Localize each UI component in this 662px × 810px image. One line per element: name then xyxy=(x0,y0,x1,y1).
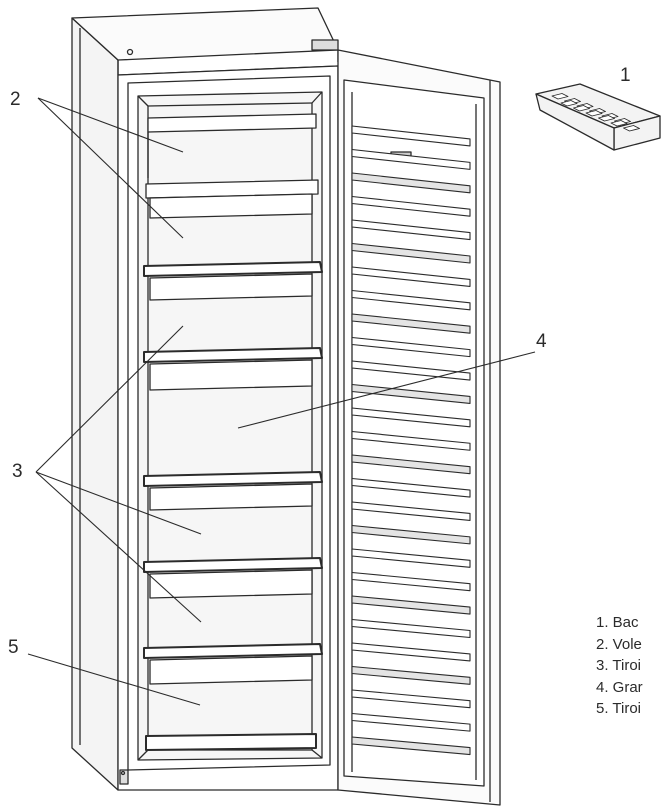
door-rail xyxy=(351,430,471,451)
ice-cell xyxy=(585,110,603,117)
leader-4-to-compartment xyxy=(237,351,536,429)
door-rail xyxy=(351,618,471,639)
door-rails xyxy=(351,125,471,756)
legend-item: 3. Tiroi xyxy=(596,657,642,674)
door-rail xyxy=(351,454,471,475)
leader-lines xyxy=(27,97,536,706)
ice-tray xyxy=(535,83,661,151)
door-rail xyxy=(351,524,471,545)
ice-cell xyxy=(560,100,578,107)
door xyxy=(311,39,501,806)
ice-cell xyxy=(623,125,640,132)
door-rail xyxy=(351,642,471,662)
door-rail xyxy=(351,712,471,732)
callout-5: 5 xyxy=(8,637,19,658)
door-rail xyxy=(351,501,471,522)
large-compartment-bottom xyxy=(143,471,323,511)
door-rail xyxy=(351,360,471,381)
legend: 1. Bac 2. Vole 3. Tiroi 4. Grar 5. Tiroi xyxy=(596,612,662,720)
door-rail xyxy=(351,689,471,709)
door-rail xyxy=(351,595,471,615)
flap-middle xyxy=(145,179,319,219)
ice-cell xyxy=(573,105,590,112)
ice-cell xyxy=(610,120,628,127)
door-rail xyxy=(351,336,471,358)
door-rail xyxy=(351,125,471,147)
ice-cell xyxy=(551,93,569,100)
door-rail xyxy=(351,195,471,217)
door-rail xyxy=(351,313,471,334)
leader-3-to-drawer-b xyxy=(35,471,202,535)
leader-2-to-flap-top xyxy=(37,97,184,153)
door-rail xyxy=(351,736,471,756)
door-rail xyxy=(351,383,471,404)
door-rail xyxy=(351,407,471,428)
leader-2-to-flap-middle xyxy=(37,97,184,239)
legend-item: 2. Vole xyxy=(596,635,642,653)
door-rail xyxy=(351,148,471,170)
door-rail xyxy=(351,242,471,264)
callout-4: 4 xyxy=(536,331,547,352)
door-rail xyxy=(351,477,471,498)
leader-3-to-drawer-a xyxy=(35,325,184,473)
door-rail xyxy=(351,172,471,194)
legend-item: 5. Tiroi xyxy=(596,700,642,717)
leader-3-to-drawer-c xyxy=(35,471,202,623)
door-rail xyxy=(351,219,471,241)
callout-2: 2 xyxy=(10,89,21,110)
door-rail xyxy=(351,266,471,287)
legend-item: 4. Grar xyxy=(596,678,643,696)
callout-1: 1 xyxy=(620,65,631,86)
callout-3: 3 xyxy=(12,461,23,482)
drawer-bottom xyxy=(143,643,323,751)
legend-item: 1. Bac xyxy=(596,614,639,631)
leader-5-to-drawer xyxy=(27,653,201,706)
ice-tray-cells xyxy=(551,93,640,132)
shelf-1 xyxy=(143,261,323,301)
drawer-lower xyxy=(143,557,323,599)
ice-cell xyxy=(598,115,615,122)
door-rail xyxy=(351,665,471,685)
door-rail xyxy=(351,548,471,568)
flap-top xyxy=(147,113,317,178)
door-rail xyxy=(351,571,471,592)
drawer-upper xyxy=(143,347,323,391)
door-rail xyxy=(351,289,471,311)
